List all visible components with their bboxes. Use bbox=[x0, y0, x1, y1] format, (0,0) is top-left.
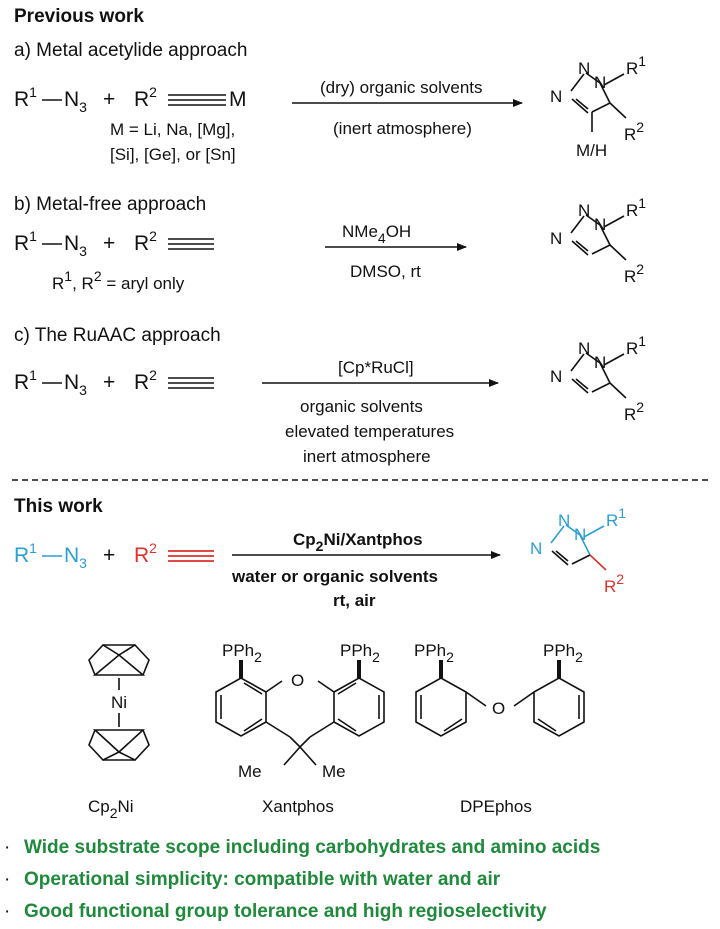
svg-text:N: N bbox=[594, 73, 606, 92]
aryl-only-note: R1, R2 = aryl only bbox=[52, 268, 185, 293]
plus-this-work: + bbox=[103, 544, 115, 567]
svg-text:N: N bbox=[574, 525, 586, 544]
bullet-1: · bbox=[4, 837, 10, 858]
svg-text:R1: R1 bbox=[14, 540, 37, 567]
svg-text:R2: R2 bbox=[134, 367, 157, 394]
heading-section-b: b) Metal-free approach bbox=[14, 194, 206, 215]
condition-b-top: NMe4OH bbox=[342, 222, 411, 246]
heading-previous-work: Previous work bbox=[14, 6, 144, 27]
svg-text:R1: R1 bbox=[14, 84, 37, 111]
svg-text:O: O bbox=[492, 699, 505, 718]
structure-dpephos: O PPh2 PPh2 bbox=[414, 641, 585, 737]
svg-text:PPh2: PPh2 bbox=[543, 641, 583, 665]
svg-text:R1: R1 bbox=[626, 53, 646, 78]
reactant-alkyne-this-work: R2 bbox=[134, 540, 214, 567]
svg-text:PPh2: PPh2 bbox=[414, 641, 454, 665]
heading-this-work: This work bbox=[14, 496, 103, 517]
reactant-metal-acetylide: R2 M bbox=[134, 84, 247, 111]
svg-text:N3: N3 bbox=[64, 544, 87, 571]
product-triazole-c: N N N R1 R2 bbox=[550, 333, 646, 424]
svg-text:N: N bbox=[558, 511, 570, 530]
svg-text:R1: R1 bbox=[626, 195, 646, 220]
highlight-operational-simplicity: Operational simplicity: compatible with … bbox=[24, 869, 501, 890]
highlight-substrate-scope: Wide substrate scope including carbohydr… bbox=[24, 837, 600, 858]
heading-section-c: c) The RuAAC approach bbox=[14, 325, 221, 346]
svg-text:N: N bbox=[578, 339, 590, 358]
label-xantphos: Xantphos bbox=[262, 797, 334, 816]
product-triazole-a: N N N R1 R2 M/H bbox=[550, 53, 646, 160]
svg-text:N: N bbox=[578, 201, 590, 220]
svg-text:R2: R2 bbox=[134, 228, 157, 255]
svg-text:PPh2: PPh2 bbox=[340, 641, 380, 665]
condition-this-work-top: Cp2Ni/Xantphos bbox=[293, 530, 423, 554]
label-dpephos: DPEphos bbox=[460, 797, 532, 816]
svg-text:N: N bbox=[578, 59, 590, 78]
condition-c-bottom-2: elevated temperatures bbox=[285, 422, 454, 441]
svg-text:N: N bbox=[594, 215, 606, 234]
svg-text:Me: Me bbox=[238, 762, 262, 781]
svg-text:O: O bbox=[291, 671, 304, 690]
svg-text:R1: R1 bbox=[606, 505, 626, 530]
metal-list-line1: M = Li, Na, [Mg], bbox=[110, 120, 235, 139]
svg-text:N: N bbox=[594, 353, 606, 372]
highlight-tolerance: Good functional group tolerance and high… bbox=[24, 901, 547, 922]
structure-nickelocene: Ni bbox=[88, 643, 150, 761]
svg-text:PPh2: PPh2 bbox=[222, 641, 262, 665]
metal-list-line2: [Si], [Ge], or [Sn] bbox=[110, 145, 236, 164]
condition-a-top: (dry) organic solvents bbox=[320, 78, 483, 97]
condition-c-bottom-1: organic solvents bbox=[300, 397, 423, 416]
reactant-azide-this-work: R1 N3 bbox=[14, 540, 87, 571]
svg-text:R2: R2 bbox=[604, 571, 624, 596]
plus-c: + bbox=[103, 371, 115, 394]
svg-text:R2: R2 bbox=[134, 84, 157, 111]
svg-text:R1: R1 bbox=[14, 228, 37, 255]
condition-this-work-bottom-1: water or organic solvents bbox=[231, 567, 438, 586]
plus-a: + bbox=[103, 88, 115, 111]
svg-text:N: N bbox=[550, 87, 562, 106]
svg-text:R2: R2 bbox=[624, 261, 644, 286]
svg-text:N: N bbox=[550, 229, 562, 248]
svg-text:R1: R1 bbox=[626, 333, 646, 358]
svg-text:N3: N3 bbox=[64, 232, 87, 259]
svg-text:Ni: Ni bbox=[111, 693, 127, 712]
svg-text:M/H: M/H bbox=[576, 141, 607, 160]
reactant-alkyne-c: R2 bbox=[134, 367, 214, 394]
reactant-azide-c: R1 N3 bbox=[14, 367, 87, 398]
label-cp2ni: Cp2Ni bbox=[88, 797, 134, 821]
svg-text:N: N bbox=[550, 367, 562, 386]
svg-text:N3: N3 bbox=[64, 88, 87, 115]
condition-b-bottom: DMSO, rt bbox=[350, 262, 421, 281]
condition-c-top: [Cp*RuCl] bbox=[338, 358, 414, 377]
reactant-azide-b: R1 N3 bbox=[14, 228, 87, 259]
svg-text:R2: R2 bbox=[134, 540, 157, 567]
svg-text:R2: R2 bbox=[624, 399, 644, 424]
svg-text:R1: R1 bbox=[14, 367, 37, 394]
condition-a-bottom: (inert atmosphere) bbox=[333, 119, 472, 138]
plus-b: + bbox=[103, 232, 115, 255]
svg-text:N: N bbox=[530, 539, 542, 558]
reactant-azide-a: R1 N3 bbox=[14, 84, 87, 115]
product-triazole-this-work: N N N R1 R2 bbox=[530, 505, 626, 596]
product-triazole-b: N N N R1 R2 bbox=[550, 195, 646, 286]
structure-xantphos: O Me Me PPh2 PPh2 bbox=[215, 641, 385, 781]
bullet-2: · bbox=[4, 869, 10, 890]
reactant-aryl-alkyne-b: R2 bbox=[134, 228, 214, 255]
condition-c-bottom-3: inert atmosphere bbox=[303, 447, 431, 466]
svg-text:N3: N3 bbox=[64, 371, 87, 398]
svg-text:Me: Me bbox=[322, 762, 346, 781]
heading-section-a: a) Metal acetylide approach bbox=[14, 40, 247, 61]
svg-text:R2: R2 bbox=[624, 119, 644, 144]
condition-this-work-bottom-2: rt, air bbox=[333, 591, 376, 610]
bullet-3: · bbox=[4, 901, 10, 922]
svg-text:M: M bbox=[229, 88, 247, 111]
